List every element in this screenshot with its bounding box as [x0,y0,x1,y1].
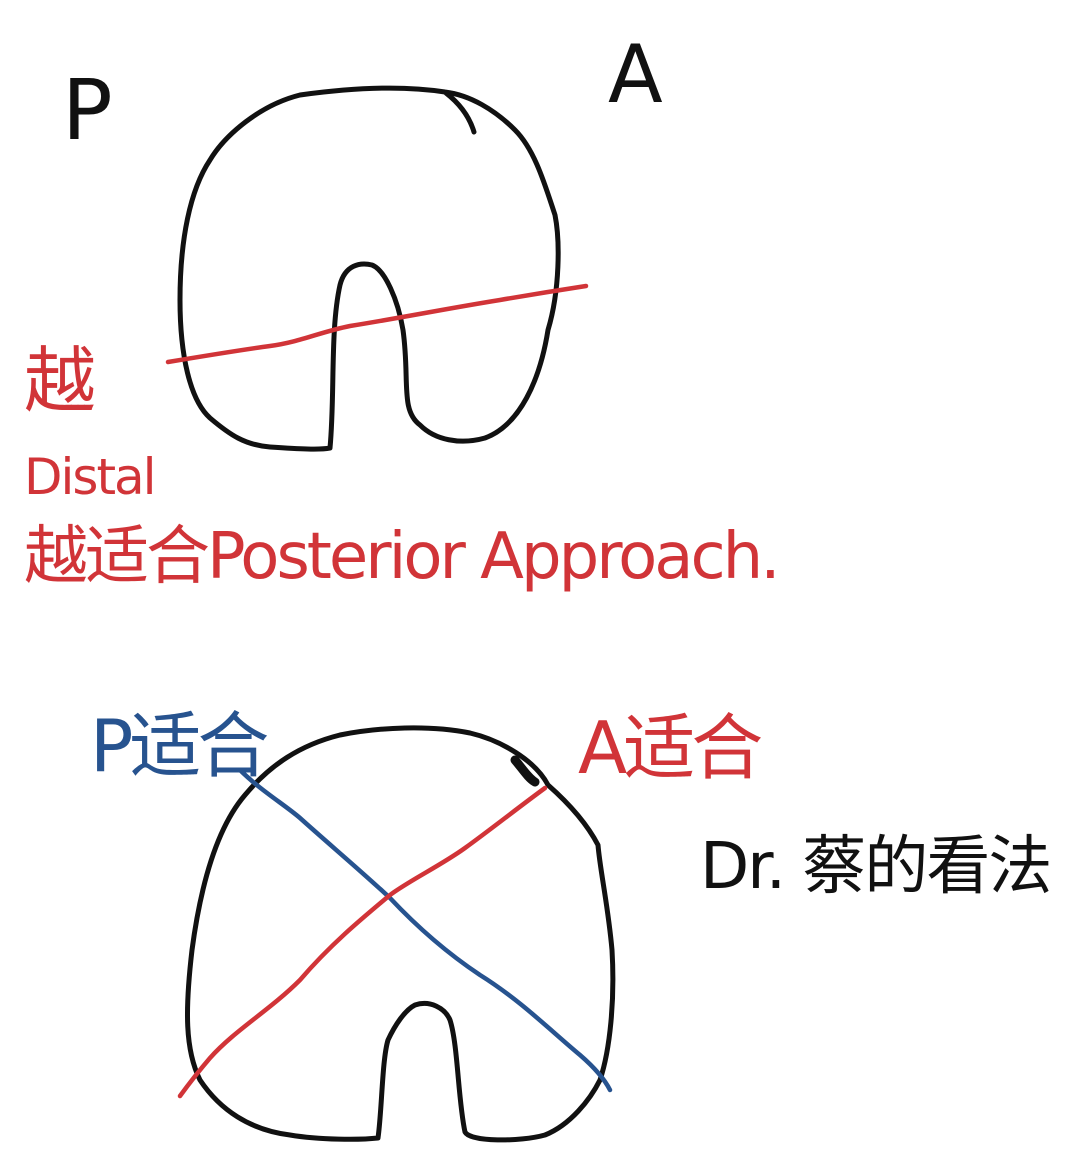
label-a: A [608,28,663,121]
top-notch-mark [443,90,477,135]
red-note-line-2: Distal [24,448,157,506]
bottom-condyle-outline [184,725,616,1143]
red-label-a-suitable: A适合 [578,706,763,790]
top-condyle-outline [177,85,561,452]
doctor-note: Dr. 蔡的看法 [700,830,1052,904]
label-p: P [62,61,113,159]
blue-label-p-suitable: P适合 [90,704,269,788]
bottom-notch-mark [510,755,540,787]
bottom-blue-diagonal [237,767,613,1093]
top-red-cut-line [165,283,589,365]
red-note-line-3: 越适合Posterior Approach. [24,520,781,594]
bottom-red-diagonal [177,785,548,1099]
red-note-line-1: 越 [24,339,97,423]
